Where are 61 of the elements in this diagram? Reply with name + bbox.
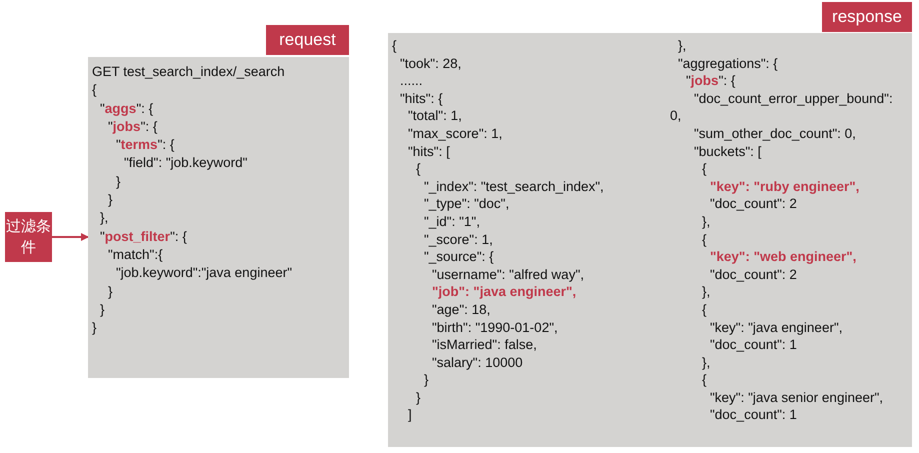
code-line: "key": "web engineer", [709,248,858,266]
code-line: ] [407,406,413,424]
code-line: "key": "java senior engineer", [709,388,884,406]
code-line: "jobs": { [107,118,158,136]
arrow [52,233,89,241]
code-line: "doc_count": 1 [709,336,798,354]
code-line: "buckets": [ [693,142,762,160]
code-line: } [423,371,430,389]
code-line: "post_filter": { [99,228,188,246]
code-line: }, [701,212,712,231]
panel-tab: response [822,2,912,32]
code-line: "_type": "doc", [423,195,510,213]
code-line: ...... [399,72,424,90]
code-line: { [92,81,98,100]
code-line: "took": 28, [399,54,462,72]
code-line: "job.keyword":"java engineer" [115,264,294,282]
code-line: } [107,282,114,301]
code-line: "age": 18, [431,300,492,318]
callout-label: 过滤条件 [5,212,52,262]
code-line: "doc_count": 2 [709,195,798,213]
code-line: "birth": "1990-01-02", [431,318,559,336]
code-line: "doc_count": 2 [709,266,798,284]
code-line: "salary": 10000 [431,354,524,372]
code-line: }, [701,283,712,301]
code-line: { [701,300,708,318]
code-line: "sum_other_doc_count": 0, [693,124,857,143]
code-line: "doc_count": 1 [709,406,798,424]
code-line: { [415,160,422,178]
code-line: } [115,172,122,191]
code-line: "hits": { [399,90,444,108]
code-line: { [701,160,708,178]
code-line: } [92,319,98,338]
code-line: { [701,230,708,248]
code-line: { [701,371,708,389]
code-line: "max_score": 1, [407,124,504,143]
code-line: "hits": [ [407,142,451,160]
code-line: "job": "java engineer", [431,283,578,301]
code-line: "match":{ [107,246,164,264]
code-line: "jobs": { [685,72,736,90]
panel-tab: request [266,25,349,55]
code-line: "aggregations": { [677,54,779,72]
code-line: "isMarried": false, [431,336,538,354]
code-line: "_source": { [423,248,495,266]
code-line: "key": "java engineer", [709,318,844,336]
code-line: GET test_search_index/_search [92,63,286,81]
code-line: }, [677,37,688,55]
code-line: "field": "job.keyword" [123,154,248,172]
code-line: "_id": "1", [423,212,481,231]
code-line: }, [99,209,110,228]
code-line: } [99,300,106,319]
code-line: }, [701,354,712,372]
code-line: "username": "alfred way", [431,266,585,284]
code-line: "_score": 1, [423,230,494,248]
code-line: "aggs": { [99,100,154,118]
code-line: "_index": "test_search_index", [423,178,605,196]
code-line: "doc_count_error_upper_bound": 0, [670,90,894,125]
code-line: } [415,388,422,406]
code-line: } [107,191,114,210]
code-line: "key": "ruby engineer", [709,178,860,196]
code-line: "terms": { [115,136,176,154]
code-line: { [392,37,398,55]
